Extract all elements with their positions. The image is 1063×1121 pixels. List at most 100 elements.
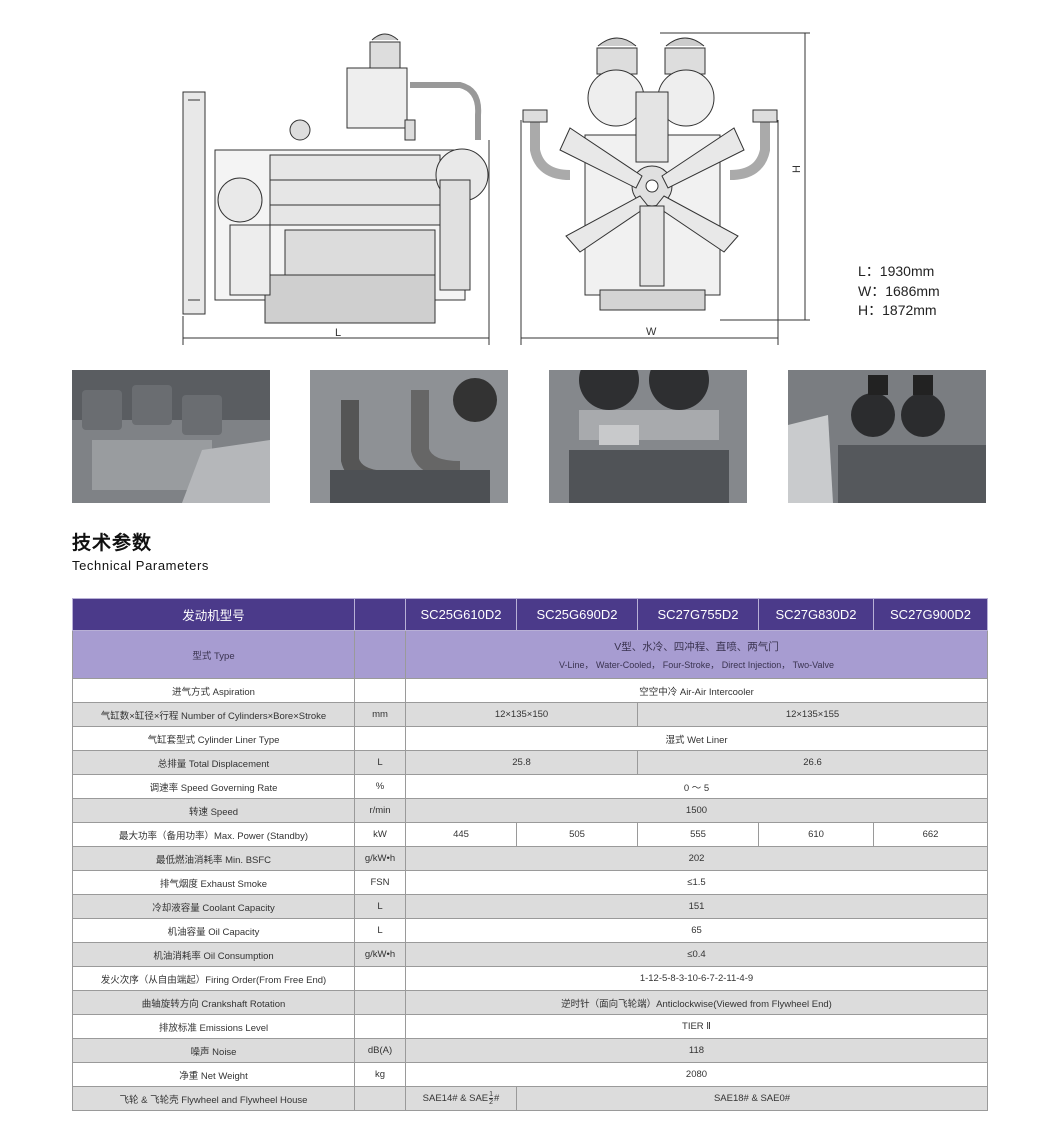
table-row: 排放标准 Emissions Level TIER Ⅱ bbox=[72, 1014, 988, 1039]
row-label: 型式 Type bbox=[72, 630, 355, 679]
header-model: SC27G830D2 bbox=[758, 598, 874, 631]
engine-filter-photo bbox=[788, 370, 986, 503]
table-row: 飞轮 & 飞轮壳 Flywheel and Flywheel House SAE… bbox=[72, 1086, 988, 1111]
row-unit bbox=[354, 726, 406, 751]
row-value: SAE18# & SAE0# bbox=[516, 1086, 988, 1111]
row-value: 12×135×155 bbox=[637, 702, 988, 727]
row-value: 1-12-5-8-3-10-6-7-2-11-4-9 bbox=[405, 966, 988, 991]
section-title-cn: 技术参数 bbox=[72, 533, 153, 554]
header-model: SC25G610D2 bbox=[405, 598, 517, 631]
row-value: 空空中冷 Air-Air Intercooler bbox=[405, 678, 988, 703]
engine-top-photo bbox=[72, 370, 270, 503]
row-unit bbox=[354, 1014, 406, 1039]
row-unit bbox=[354, 966, 406, 991]
row-value: 445 bbox=[405, 822, 517, 847]
row-label: 总排量 Total Displacement bbox=[72, 750, 355, 775]
engine-turbo-photo bbox=[310, 370, 508, 503]
row-value: 25.8 bbox=[405, 750, 638, 775]
table-row: 总排量 Total Displacement L 25.8 26.6 bbox=[72, 750, 988, 775]
dimension-list: L：1930mm W：1686mm H：1872mm bbox=[858, 262, 940, 321]
table-row: 排气烟度 Exhaust Smoke FSN ≤1.5 bbox=[72, 870, 988, 895]
table-row: 型式 Type V型、水冷、四冲程、直喷、两气门 V-Line， Water-C… bbox=[72, 630, 988, 679]
row-value: 逆时针（面向飞轮端）Anticlockwise(Viewed from Flyw… bbox=[405, 990, 988, 1015]
engine-drawings: L W H bbox=[182, 32, 810, 345]
row-label: 调速率 Speed Governing Rate bbox=[72, 774, 355, 799]
row-value: 151 bbox=[405, 894, 988, 919]
header-model: SC27G755D2 bbox=[637, 598, 759, 631]
row-label: 最低燃油消耗率 Min. BSFC bbox=[72, 846, 355, 871]
engine-intake-photo bbox=[549, 370, 747, 503]
dimension-label-h: H bbox=[791, 165, 803, 173]
row-label: 转速 Speed bbox=[72, 798, 355, 823]
row-unit: L bbox=[354, 918, 406, 943]
table-row: 发火次序（从自由端起）Firing Order(From Free End) 1… bbox=[72, 966, 988, 991]
table-row: 噪声 Noise dB(A) 118 bbox=[72, 1038, 988, 1063]
row-value: 610 bbox=[758, 822, 874, 847]
row-unit: kg bbox=[354, 1062, 406, 1087]
row-label: 气缸数×缸径×行程 Number of Cylinders×Bore×Strok… bbox=[72, 702, 355, 727]
row-label: 飞轮 & 飞轮壳 Flywheel and Flywheel House bbox=[72, 1086, 355, 1111]
row-value: ≤1.5 bbox=[405, 870, 988, 895]
table-header-row: 发动机型号 SC25G610D2 SC25G690D2 SC27G755D2 S… bbox=[72, 598, 988, 631]
row-value: 202 bbox=[405, 846, 988, 871]
dimension-item: W：1686mm bbox=[858, 282, 940, 299]
dimension-label-w: W bbox=[646, 326, 657, 338]
row-label: 进气方式 Aspiration bbox=[72, 678, 355, 703]
row-label: 机油容量 Oil Capacity bbox=[72, 918, 355, 943]
row-value: TIER Ⅱ bbox=[405, 1014, 988, 1039]
header-model: SC25G690D2 bbox=[516, 598, 638, 631]
row-unit: kW bbox=[354, 822, 406, 847]
row-unit: r/min bbox=[354, 798, 406, 823]
row-value: 118 bbox=[405, 1038, 988, 1063]
row-value: 662 bbox=[873, 822, 988, 847]
table-row: 气缸数×缸径×行程 Number of Cylinders×Bore×Strok… bbox=[72, 702, 988, 727]
table-row: 曲轴旋转方向 Crankshaft Rotation 逆时针（面向飞轮端）Ant… bbox=[72, 990, 988, 1015]
row-unit bbox=[354, 630, 406, 679]
row-label: 净重 Net Weight bbox=[72, 1062, 355, 1087]
row-label: 排气烟度 Exhaust Smoke bbox=[72, 870, 355, 895]
row-label: 发火次序（从自由端起）Firing Order(From Free End) bbox=[72, 966, 355, 991]
row-value: 0 ～ 5 bbox=[405, 774, 988, 799]
header-unit bbox=[354, 598, 406, 631]
table-row: 最低燃油消耗率 Min. BSFC g/kW•h 202 bbox=[72, 846, 988, 871]
row-unit: mm bbox=[354, 702, 406, 727]
row-unit: % bbox=[354, 774, 406, 799]
row-value: ≤0.4 bbox=[405, 942, 988, 967]
row-unit: g/kW•h bbox=[354, 846, 406, 871]
table-row: 最大功率（备用功率）Max. Power (Standby) kW 445 50… bbox=[72, 822, 988, 847]
table-row: 气缸套型式 Cylinder Liner Type 湿式 Wet Liner bbox=[72, 726, 988, 751]
row-value: 26.6 bbox=[637, 750, 988, 775]
row-unit: FSN bbox=[354, 870, 406, 895]
table-row: 转速 Speed r/min 1500 bbox=[72, 798, 988, 823]
table-row: 冷却液容量 Coolant Capacity L 151 bbox=[72, 894, 988, 919]
side-view-drawing bbox=[182, 33, 490, 345]
dimension-item: H：1872mm bbox=[858, 302, 937, 318]
technical-parameters-table: 发动机型号 SC25G610D2 SC25G690D2 SC27G755D2 S… bbox=[72, 598, 988, 1111]
header-engine-model: 发动机型号 bbox=[72, 598, 355, 631]
row-label: 噪声 Noise bbox=[72, 1038, 355, 1063]
section-title-en: Technical Parameters bbox=[72, 558, 209, 573]
table-row: 机油容量 Oil Capacity L 65 bbox=[72, 918, 988, 943]
row-label: 气缸套型式 Cylinder Liner Type bbox=[72, 726, 355, 751]
front-view-drawing bbox=[520, 32, 810, 345]
dimension-item: L：1930mm bbox=[858, 263, 935, 279]
row-value: 12×135×150 bbox=[405, 702, 638, 727]
table-row: 调速率 Speed Governing Rate % 0 ～ 5 bbox=[72, 774, 988, 799]
row-value: 65 bbox=[405, 918, 988, 943]
header-model: SC27G900D2 bbox=[873, 598, 988, 631]
row-unit bbox=[354, 678, 406, 703]
row-value: V型、水冷、四冲程、直喷、两气门 V-Line， Water-Cooled， F… bbox=[405, 630, 988, 679]
row-unit bbox=[354, 990, 406, 1015]
row-label: 排放标准 Emissions Level bbox=[72, 1014, 355, 1039]
row-label: 机油消耗率 Oil Consumption bbox=[72, 942, 355, 967]
row-value: 505 bbox=[516, 822, 638, 847]
row-label: 最大功率（备用功率）Max. Power (Standby) bbox=[72, 822, 355, 847]
table-row: 净重 Net Weight kg 2080 bbox=[72, 1062, 988, 1087]
type-value-en: V-Line， Water-Cooled， Four-Stroke， Direc… bbox=[559, 659, 834, 670]
dimension-label-l: L bbox=[335, 327, 341, 339]
row-label: 曲轴旋转方向 Crankshaft Rotation bbox=[72, 990, 355, 1015]
row-value: 1500 bbox=[405, 798, 988, 823]
row-value: 2080 bbox=[405, 1062, 988, 1087]
